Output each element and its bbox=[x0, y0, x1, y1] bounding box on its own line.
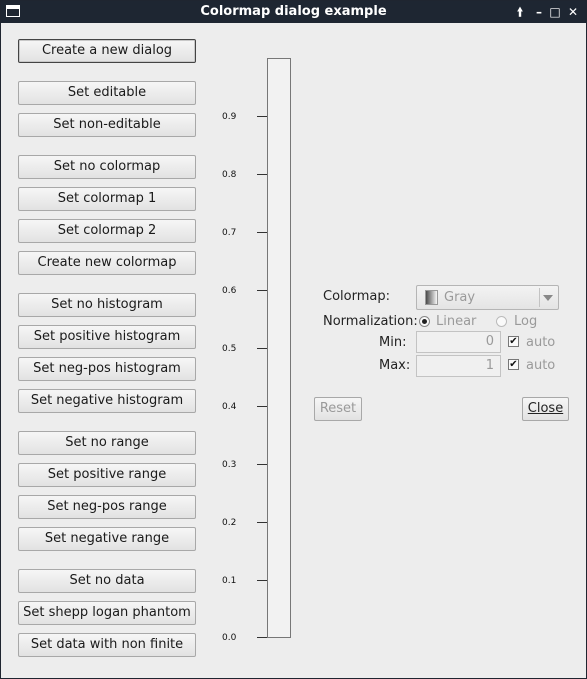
colorbar-tick-label: 0.0 bbox=[222, 633, 237, 643]
colorbar-tick-label: 0.9 bbox=[222, 112, 237, 122]
radio-log-label: Log bbox=[514, 314, 538, 329]
max-auto-checkbox[interactable]: ✔ bbox=[508, 359, 519, 370]
colorbar-tick bbox=[257, 580, 267, 581]
colorbar-tick bbox=[257, 637, 267, 638]
colormap-value: Gray bbox=[444, 290, 476, 305]
colorbar-tick bbox=[257, 232, 267, 233]
set-data-with-non-finite-button[interactable]: Set data with non finite bbox=[18, 633, 196, 657]
close-button-label: Close bbox=[527, 401, 564, 416]
colorbar-tick-label: 0.2 bbox=[222, 518, 237, 528]
set-no-histogram-button[interactable]: Set no histogram bbox=[18, 293, 196, 317]
set-colormap-2-button[interactable]: Set colormap 2 bbox=[18, 219, 196, 243]
window-title: Colormap dialog example bbox=[200, 4, 387, 19]
normalization-label: Normalization: bbox=[323, 314, 418, 329]
close-icon[interactable]: ✕ bbox=[567, 5, 579, 19]
close-button[interactable]: Close bbox=[522, 397, 569, 421]
set-positive-histogram-button[interactable]: Set positive histogram bbox=[18, 325, 196, 349]
min-field[interactable]: 0 bbox=[416, 331, 501, 353]
set-editable-button[interactable]: Set editable bbox=[18, 81, 196, 105]
min-label: Min: bbox=[379, 335, 407, 350]
colorbar-tick bbox=[257, 174, 267, 175]
colorbar-tick bbox=[257, 464, 267, 465]
set-negative-histogram-button[interactable]: Set negative histogram bbox=[18, 389, 196, 413]
radio-log[interactable] bbox=[496, 316, 507, 327]
pin-icon[interactable]: 🠙 bbox=[516, 5, 523, 19]
radio-linear-label: Linear bbox=[436, 314, 477, 329]
colorbar bbox=[267, 58, 291, 638]
set-non-editable-button[interactable]: Set non-editable bbox=[18, 113, 196, 137]
set-positive-range-button[interactable]: Set positive range bbox=[18, 463, 196, 487]
colorbar-tick-label: 0.3 bbox=[222, 460, 237, 470]
colormap-label: Colormap: bbox=[323, 289, 390, 304]
colorbar-tick-label: 0.6 bbox=[222, 286, 237, 296]
create-new-colormap-button[interactable]: Create new colormap bbox=[18, 251, 196, 275]
gray-colormap-swatch-icon bbox=[425, 290, 438, 305]
set-neg-pos-range-button[interactable]: Set neg-pos range bbox=[18, 495, 196, 519]
window-menu-icon[interactable] bbox=[6, 5, 20, 17]
colorbar-tick-label: 0.1 bbox=[222, 576, 237, 586]
create-new-dialog-button[interactable]: Create a new dialog bbox=[18, 39, 196, 63]
set-colormap-1-button[interactable]: Set colormap 1 bbox=[18, 187, 196, 211]
set-no-colormap-button[interactable]: Set no colormap bbox=[18, 155, 196, 179]
title-bar[interactable]: Colormap dialog example 🠙 – □ ✕ bbox=[1, 1, 586, 23]
set-no-data-button[interactable]: Set no data bbox=[18, 569, 196, 593]
set-no-range-button[interactable]: Set no range bbox=[18, 431, 196, 455]
colorbar-tick bbox=[257, 522, 267, 523]
colorbar-tick bbox=[257, 116, 267, 117]
colorbar-tick-label: 0.7 bbox=[222, 228, 237, 238]
set-negative-range-button[interactable]: Set negative range bbox=[18, 527, 196, 551]
colorbar-tick bbox=[257, 348, 267, 349]
min-auto-checkbox[interactable]: ✔ bbox=[508, 336, 519, 347]
colorbar-tick bbox=[257, 406, 267, 407]
max-auto-label: auto bbox=[526, 358, 556, 373]
colorbar-tick bbox=[257, 290, 267, 291]
reset-button[interactable]: Reset bbox=[314, 397, 362, 421]
colorbar-tick-label: 0.4 bbox=[222, 402, 237, 412]
combo-separator bbox=[539, 288, 540, 307]
minimize-icon[interactable]: – bbox=[536, 5, 542, 19]
set-neg-pos-histogram-button[interactable]: Set neg-pos histogram bbox=[18, 357, 196, 381]
chevron-down-icon[interactable] bbox=[543, 295, 553, 301]
colormap-select[interactable]: Gray bbox=[416, 285, 559, 310]
min-auto-label: auto bbox=[526, 335, 556, 350]
maximize-icon[interactable]: □ bbox=[549, 5, 561, 19]
radio-linear[interactable] bbox=[419, 316, 430, 327]
set-shepp-logan-phantom-button[interactable]: Set shepp logan phantom bbox=[18, 601, 196, 625]
colorbar-tick-label: 0.8 bbox=[222, 170, 237, 180]
max-label: Max: bbox=[379, 358, 411, 373]
colorbar-tick-label: 0.5 bbox=[222, 344, 237, 354]
max-field[interactable]: 1 bbox=[416, 355, 501, 377]
